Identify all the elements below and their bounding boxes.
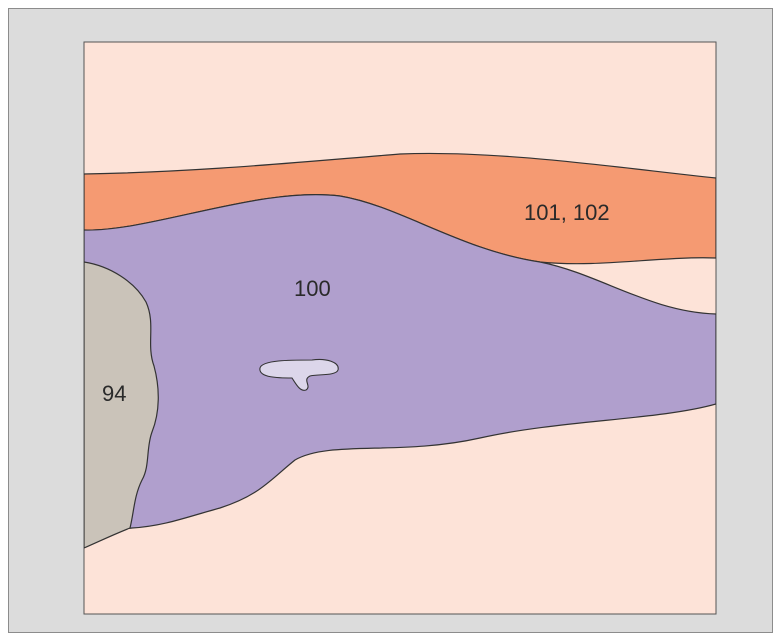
region-94 [84, 261, 159, 549]
label-region-94: 94 [102, 381, 126, 406]
label-region-101-102: 101, 102 [524, 200, 610, 225]
label-region-100: 100 [294, 276, 331, 301]
region-100 [84, 194, 716, 529]
small-structure [259, 358, 339, 391]
